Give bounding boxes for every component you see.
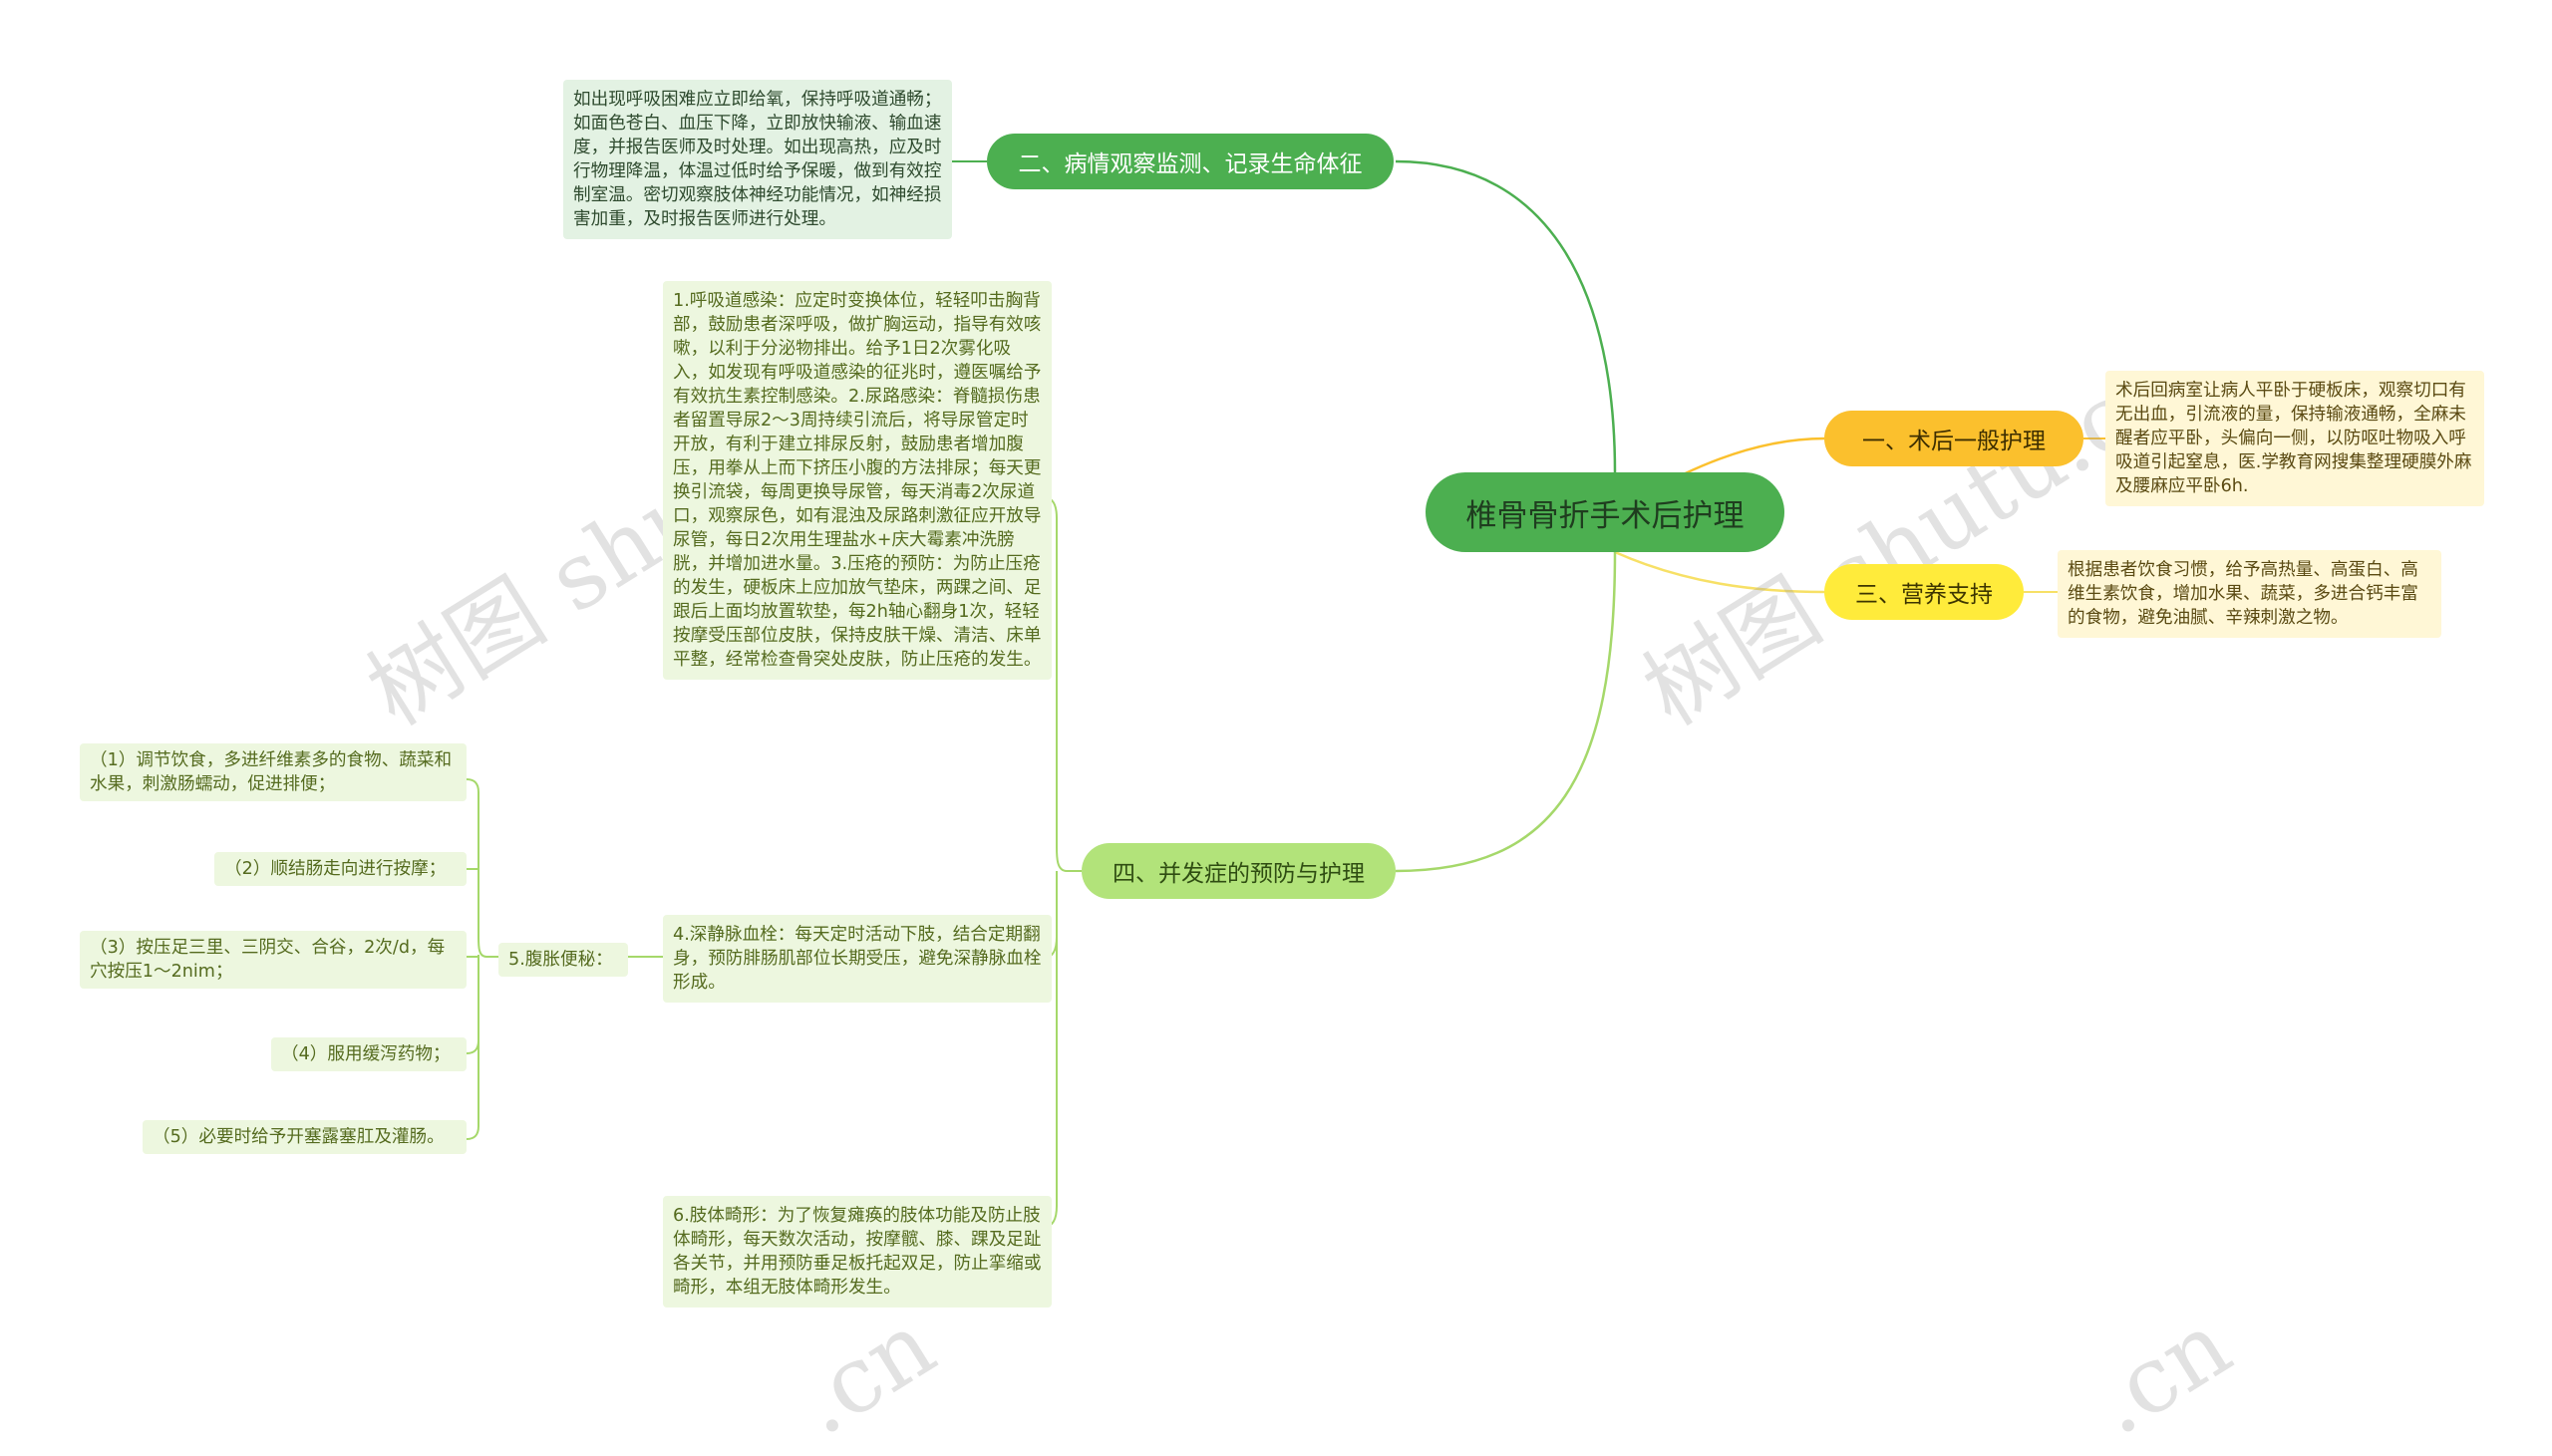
branch-node-1[interactable]: 一、术后一般护理 [1824, 411, 2083, 466]
list-item: （3）按压足三里、三阴交、合谷，2次/d，每穴按压1～2nim； [80, 931, 467, 989]
link-root-b3 [1614, 550, 1825, 594]
branch-node-4[interactable]: 四、并发症的预防与护理 [1082, 843, 1396, 899]
branch-node-2[interactable]: 二、病情观察监测、记录生命体征 [987, 134, 1394, 189]
note-b1: 术后回病室让病人平卧于硬板床，观察切口有无出血，引流液的量，保持输液通畅，全麻未… [2105, 371, 2484, 506]
link-root-b4 [1395, 551, 1617, 873]
list-item: （5）必要时给予开塞露塞肛及灌肠。 [143, 1120, 467, 1154]
constipation-node[interactable]: 5.腹胀便秘： [498, 943, 628, 977]
branch-node-3[interactable]: 三、营养支持 [1824, 564, 2024, 620]
note-b4-deformity: 6.肢体畸形：为了恢复瘫痪的肢体功能及防止肢体畸形，每天数次活动，按摩髋、膝、踝… [663, 1196, 1052, 1308]
note-b2: 如出现呼吸困难应立即给氧，保持呼吸道通畅；如面色苍白、血压下降，立即放快输液、输… [563, 80, 952, 239]
link-b4-bracket [1046, 497, 1082, 1227]
list-item: （2）顺结肠走向进行按摩； [214, 852, 467, 886]
note-b4-complications: 1.呼吸道感染：应定时变换体位，轻轻叩击胸背部，鼓励患者深呼吸，做扩胸运动，指导… [663, 281, 1052, 680]
mindmap-canvas: 树图 shutu.cn 树图 shutu.cn .cn .cn 椎骨骨折手术后护… [80, 80, 2484, 1456]
note-b4-dvt: 4.深静脉血栓：每天定时活动下肢，结合定期翻身，预防腓肠肌部位长期受压，避免深静… [663, 915, 1052, 1003]
link-constipation-bracket [466, 778, 498, 1140]
note-b3: 根据患者饮食习惯，给予高热量、高蛋白、高维生素饮食，增加水果、蔬菜，多进合钙丰富… [2058, 550, 2441, 638]
link-root-b2 [1395, 159, 1617, 473]
list-item: （4）服用缓泻药物； [271, 1037, 467, 1071]
connector-lines [466, 159, 2105, 1227]
root-node[interactable]: 椎骨骨折手术后护理 [1426, 472, 1784, 552]
list-item: （1）调节饮食，多进纤维素多的食物、蔬菜和水果，刺激肠蠕动，促进排便； [80, 743, 467, 801]
